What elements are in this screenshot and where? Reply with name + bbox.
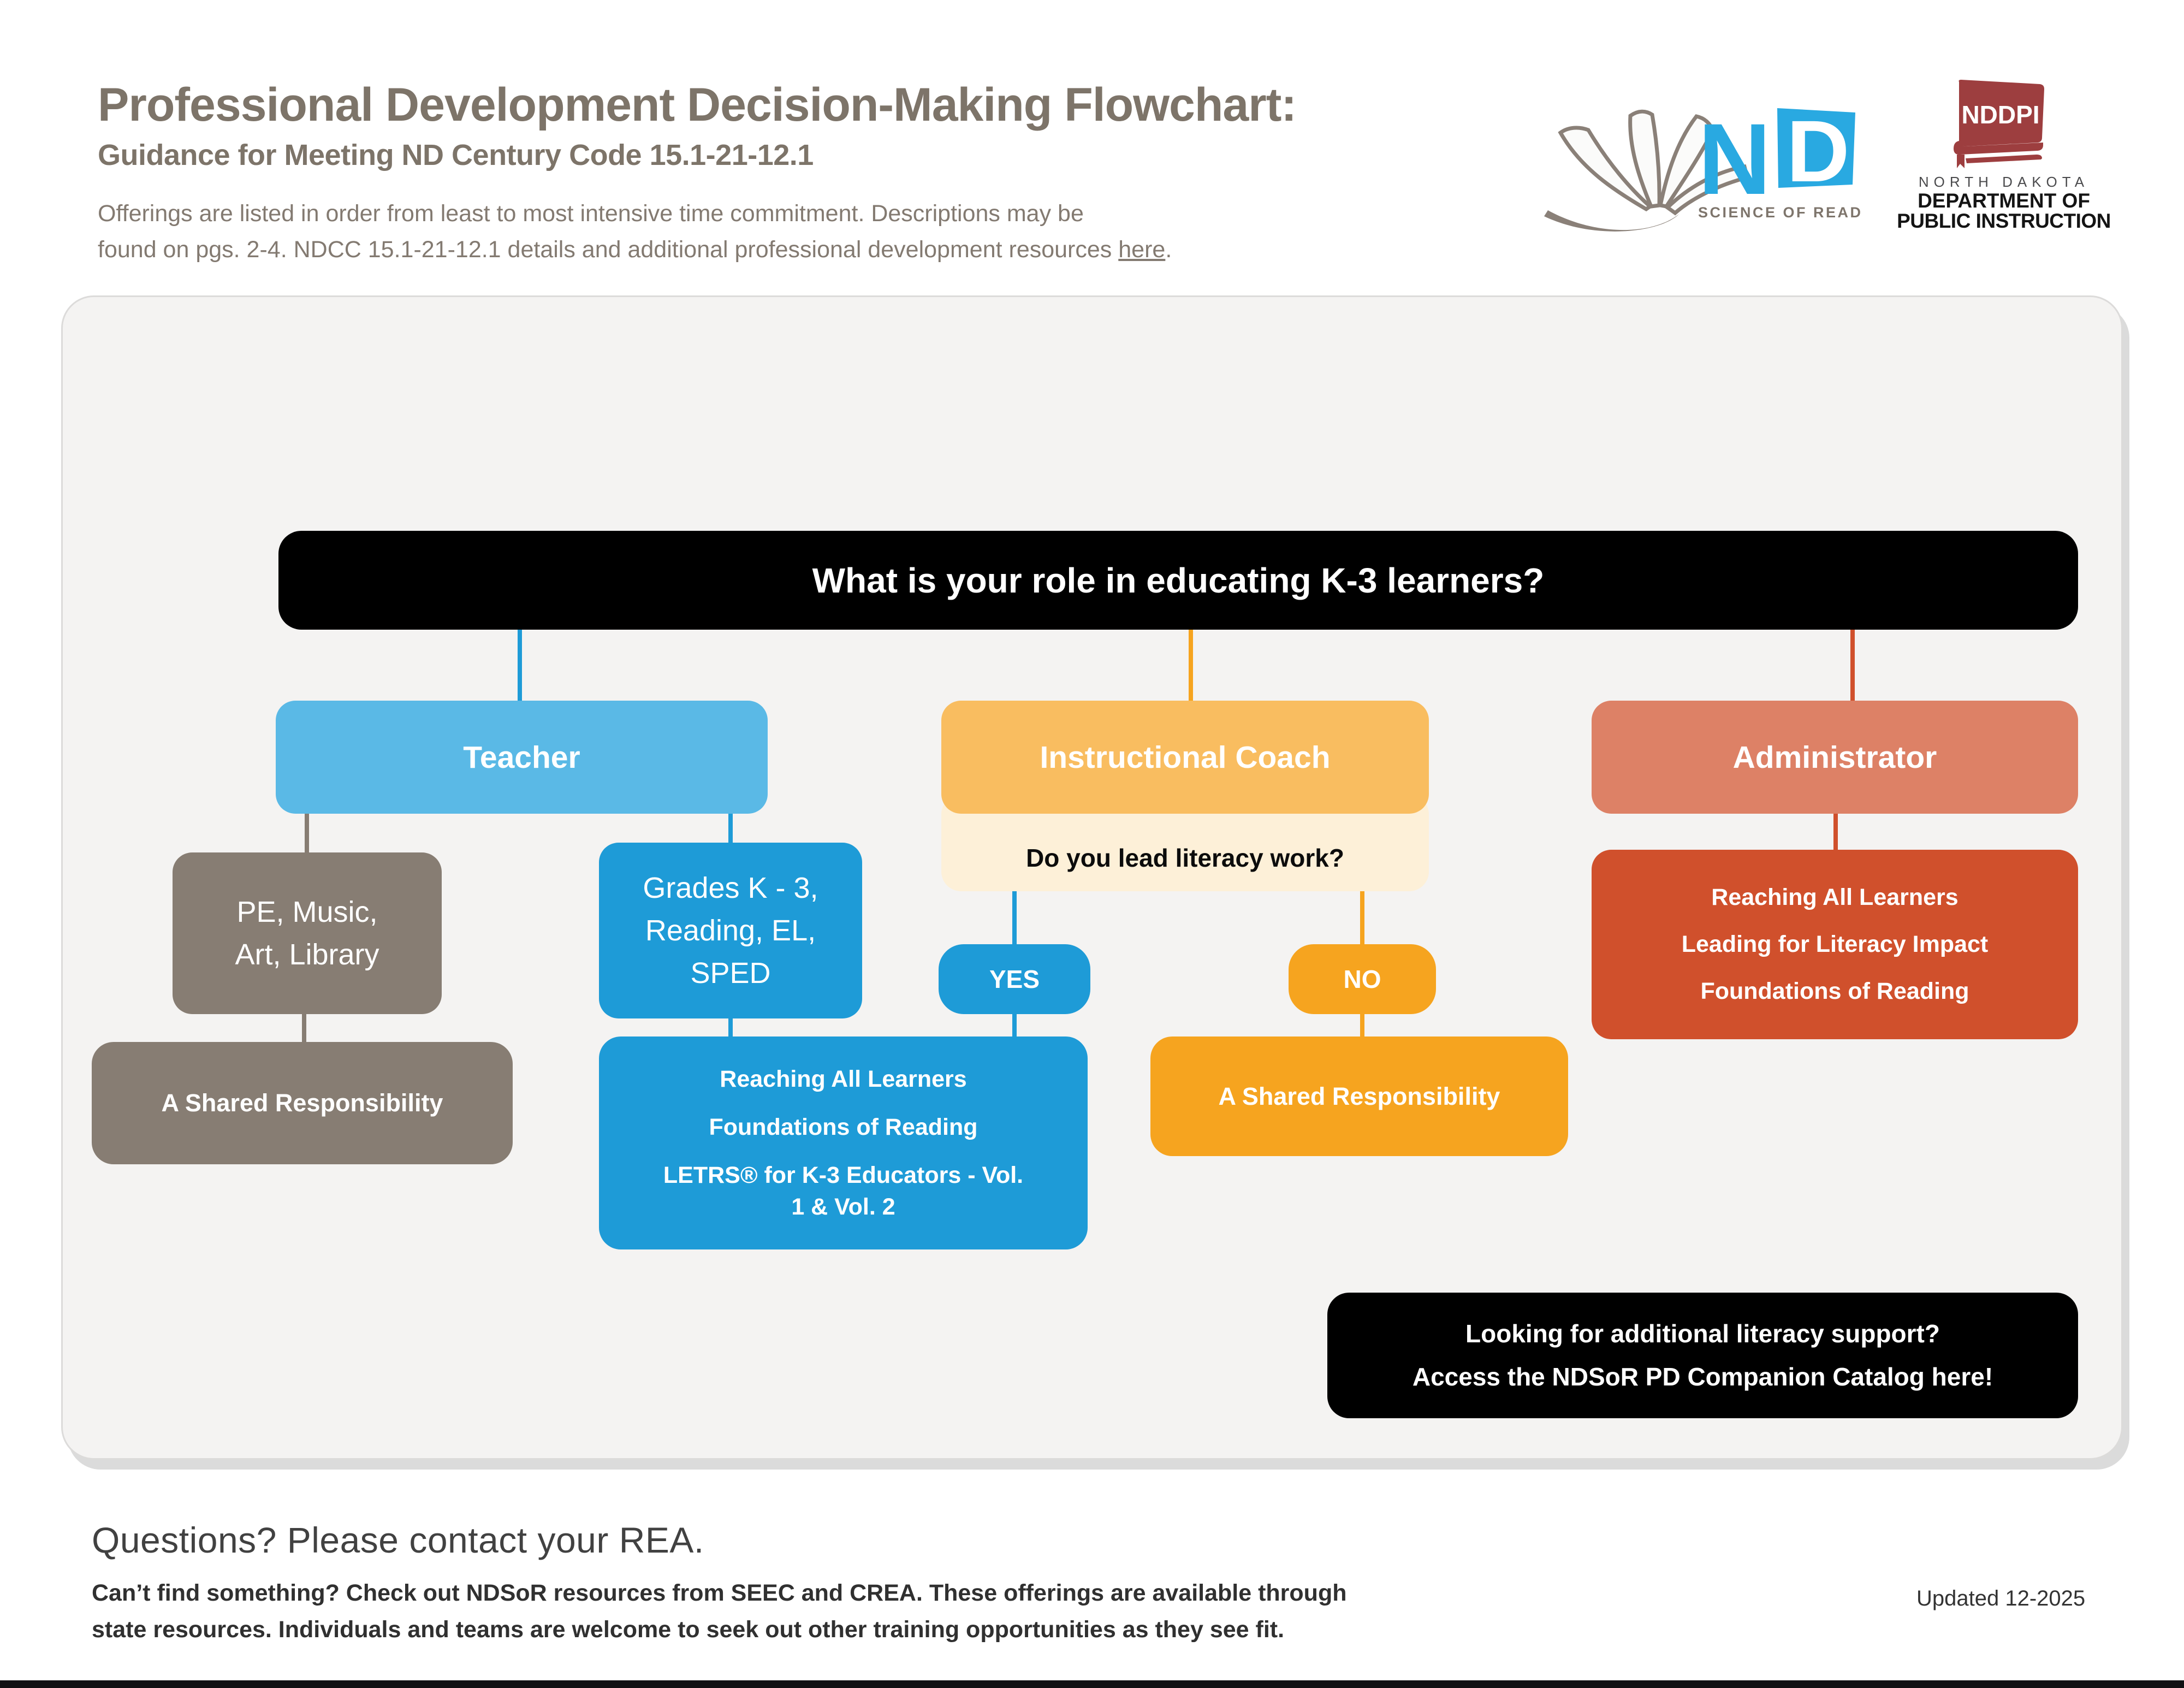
core-line-1: Grades K - 3, xyxy=(643,871,818,904)
teacher-specials-box: PE, Music, Art, Library xyxy=(173,852,442,1014)
catalog-line-2: Access the NDSoR PD Companion Catalog he… xyxy=(1412,1363,1993,1391)
catalog-line-1: Looking for additional literacy support? xyxy=(1465,1319,1940,1348)
intro-period: . xyxy=(1165,236,1172,263)
intro-line-2: found on pgs. 2-4. NDCC 15.1-21-12.1 det… xyxy=(98,236,1119,263)
footer-body: Can’t find something? Check out NDSoR re… xyxy=(92,1575,1566,1648)
no-label: NO xyxy=(1343,965,1381,993)
no-outcome-box: A Shared Responsibility xyxy=(1150,1037,1568,1156)
connector-subquestion-no xyxy=(1360,891,1364,945)
admin-outcome-2: Leading for Literacy Impact xyxy=(1681,931,1989,957)
resources-here-link[interactable]: here xyxy=(1118,236,1166,263)
yes-pill: YES xyxy=(939,944,1090,1014)
connector-question-admin xyxy=(1850,630,1855,702)
intro-paragraph: Offerings are listed in order from least… xyxy=(98,196,1517,268)
connector-subquestion-yes xyxy=(1012,891,1017,945)
connector-core-outcomes xyxy=(728,1018,733,1038)
nddpi-dept-line1: DEPARTMENT OF xyxy=(1918,189,2090,212)
connector-specials-outcome xyxy=(302,1014,306,1043)
role-teacher-label: Teacher xyxy=(463,739,580,775)
core-outcome-1: Reaching All Learners xyxy=(720,1065,967,1092)
connector-admin-outcomes xyxy=(1833,814,1838,851)
admin-outcome-3: Foundations of Reading xyxy=(1700,978,1969,1004)
header: Professional Development Decision-Making… xyxy=(98,79,1517,268)
core-outcomes-box: Reaching All Learners Foundations of Rea… xyxy=(599,1037,1088,1249)
nddpi-logo: NDDPI NORTH DAKOTA DEPARTMENT OF PUBLIC … xyxy=(1889,76,2118,232)
nddpi-state-book-icon: NDDPI NORTH DAKOTA DEPARTMENT OF PUBLIC … xyxy=(1897,80,2111,232)
core-line-3: SPED xyxy=(690,957,771,990)
teacher-core-box: Grades K - 3, Reading, EL, SPED xyxy=(599,843,862,1018)
ndsor-caption: SCIENCE OF READING xyxy=(1698,204,1862,221)
core-outcome-3: LETRS® for K-3 Educators - Vol. 1 & Vol.… xyxy=(663,1162,1024,1221)
admin-outcomes-box: Reaching All Learners Leading for Litera… xyxy=(1592,850,2078,1039)
specials-outcome-box: A Shared Responsibility xyxy=(92,1042,513,1164)
connector-no-outcome xyxy=(1360,1014,1364,1038)
footer: Questions? Please contact your REA. Can’… xyxy=(92,1519,1566,1648)
bottom-accent-bar xyxy=(0,1680,2184,1688)
connector-teacher-specials xyxy=(305,814,309,854)
footer-body-line-1: Can’t find something? Check out NDSoR re… xyxy=(92,1580,1347,1606)
open-book-icon: N D SCIENCE OF READING xyxy=(1544,102,1893,232)
role-coach-label: Instructional Coach xyxy=(1040,739,1331,775)
core-line-2: Reading, EL, xyxy=(645,914,816,947)
nddpi-dept-line2: PUBLIC INSTRUCTION xyxy=(1897,210,2111,232)
footer-heading: Questions? Please contact your REA. xyxy=(92,1520,704,1560)
specials-line-2: Art, Library xyxy=(235,938,379,971)
role-teacher-box: Teacher xyxy=(276,701,768,814)
nddpi-abbr: NDDPI xyxy=(1961,100,2039,129)
connector-question-teacher xyxy=(518,630,522,702)
ndsor-logo: N D SCIENCE OF READING xyxy=(1534,76,1893,240)
yes-label: YES xyxy=(989,965,1040,993)
ndsor-d-letter: D xyxy=(1787,102,1850,200)
page-title: Professional Development Decision-Making… xyxy=(98,79,1297,131)
catalog-link-box[interactable]: Looking for additional literacy support?… xyxy=(1327,1293,2078,1418)
intro-line-1: Offerings are listed in order from least… xyxy=(98,200,1084,227)
footer-body-line-2: state resources. Individuals and teams a… xyxy=(92,1616,1285,1643)
question-box: What is your role in educating K-3 learn… xyxy=(278,531,2078,630)
nddpi-state-name: NORTH DAKOTA xyxy=(1919,174,2089,190)
connector-yes-outcomes xyxy=(1012,1014,1017,1038)
role-coach-box: Instructional Coach xyxy=(941,701,1429,814)
no-outcome-text: A Shared Responsibility xyxy=(1218,1082,1500,1110)
coach-subquestion-text: Do you lead literacy work? xyxy=(1026,844,1344,872)
page-subtitle: Guidance for Meeting ND Century Code 15.… xyxy=(98,139,814,172)
specials-line-1: PE, Music, xyxy=(236,895,378,928)
specials-outcome-text: A Shared Responsibility xyxy=(161,1089,443,1117)
connector-question-coach xyxy=(1189,630,1193,702)
admin-outcome-1: Reaching All Learners xyxy=(1711,884,1959,910)
updated-date: Updated 12-2025 xyxy=(1916,1586,2086,1610)
ndsor-n-letter: N xyxy=(1698,103,1771,216)
role-admin-label: Administrator xyxy=(1732,739,1937,775)
role-admin-box: Administrator xyxy=(1592,701,2078,814)
connector-teacher-core xyxy=(728,814,733,844)
core-outcome-2: Foundations of Reading xyxy=(709,1114,978,1140)
question-text: What is your role in educating K-3 learn… xyxy=(812,560,1545,600)
no-pill: NO xyxy=(1289,944,1436,1014)
